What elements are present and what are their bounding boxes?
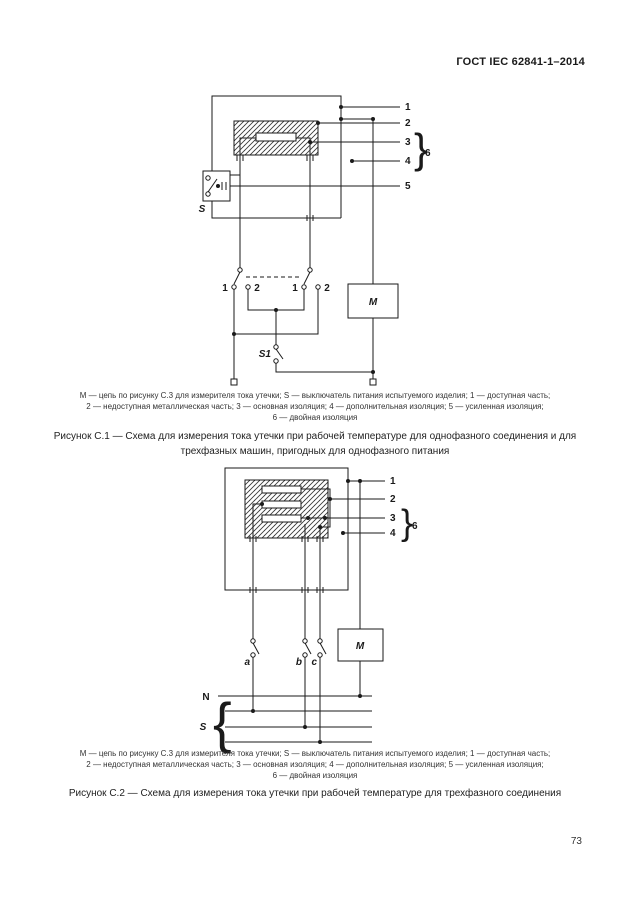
figure-c1-legend: М — цепь по рисунку С.3 для измерителя т… bbox=[15, 390, 615, 423]
c2-junction-dots bbox=[251, 479, 362, 744]
figure-c1-legend-line-2: 2 — недоступная металлическая часть; 3 —… bbox=[86, 402, 544, 411]
c2-wires bbox=[218, 480, 385, 743]
c2-neutral-label: N bbox=[202, 692, 209, 703]
c1-switch-s-label: S bbox=[199, 204, 206, 215]
c1-selector-right-pos2-label: 2 bbox=[324, 283, 330, 294]
figure-c1-legend-line-1: М — цепь по рисунку С.3 для измерителя т… bbox=[79, 391, 551, 400]
c1-callout-1: 1 bbox=[405, 102, 411, 113]
figure-c1-caption: Рисунок С.1 — Схема для измерения тока у… bbox=[53, 431, 577, 457]
c2-meter-box bbox=[337, 628, 384, 662]
page-header-title: ГОСТ IEC 62841-1–2014 bbox=[456, 56, 585, 68]
c2-supply-switch-label: S bbox=[200, 722, 207, 733]
c1-switch-s1-label: S1 bbox=[259, 349, 272, 360]
c2-callout-2: 2 bbox=[390, 494, 396, 505]
figure-c1-legend-line-3: 6 — двойная изоляция bbox=[272, 413, 358, 422]
c2-switch-c-label: c bbox=[311, 657, 317, 668]
figure-c2-caption: Рисунок С.2 — Схема для измерения тока у… bbox=[68, 788, 562, 799]
c2-brace-icon: } bbox=[401, 502, 413, 543]
c1-selector-left-pos2-label: 2 bbox=[254, 283, 260, 294]
c2-phase-switches bbox=[250, 638, 327, 658]
c1-brace-icon: } bbox=[414, 125, 428, 172]
c2-callout-6: 6 bbox=[412, 521, 418, 532]
page-number: 73 bbox=[570, 836, 582, 847]
c1-callout-6: 6 bbox=[425, 148, 431, 159]
c1-bushing-marks bbox=[236, 155, 314, 221]
c2-supply-brace-icon: { bbox=[213, 691, 232, 754]
c1-selector-switches bbox=[231, 267, 321, 290]
figure-c2-legend: М — цепь по рисунку С.3 для измерителя т… bbox=[15, 748, 615, 781]
c1-switch-s1 bbox=[273, 344, 284, 364]
c1-insulation-block bbox=[233, 120, 319, 156]
figure-c2-legend-line-2: 2 — недоступная металлическая часть; 3 —… bbox=[86, 760, 544, 769]
c2-switch-b-label: b bbox=[296, 657, 302, 668]
c2-winding-slots bbox=[261, 485, 302, 523]
figure-c2-legend-line-1: М — цепь по рисунку С.3 для измерителя т… bbox=[79, 749, 551, 758]
c1-meter-label: M bbox=[369, 297, 378, 308]
c2-callout-4: 4 bbox=[390, 528, 396, 539]
c1-supply-terminals bbox=[230, 378, 377, 386]
c1-callout-3: 3 bbox=[405, 137, 411, 148]
c2-meter-label: M bbox=[356, 641, 365, 652]
c2-callout-1: 1 bbox=[390, 476, 396, 487]
c1-junction-dots bbox=[232, 105, 375, 374]
c2-switch-a-label: a bbox=[244, 657, 250, 668]
c2-callout-3: 3 bbox=[390, 513, 396, 524]
figure-c1-diagram: S 1 2 1 2 S1 M bbox=[199, 95, 431, 386]
c1-callout-5: 5 bbox=[405, 181, 411, 192]
c2-enclosure bbox=[224, 467, 349, 591]
c1-selector-left-pos1-label: 1 bbox=[222, 283, 228, 294]
figure-c2-legend-line-3: 6 — двойная изоляция bbox=[272, 771, 358, 780]
c1-selector-right-pos1-label: 1 bbox=[292, 283, 298, 294]
c1-meter-box bbox=[347, 283, 399, 319]
figure-c2-diagram: a b c M N { S 1 2 3 4 } 6 bbox=[200, 467, 418, 754]
c1-switch-s bbox=[202, 170, 231, 202]
c2-bushing-marks bbox=[249, 536, 324, 593]
c1-callout-2: 2 bbox=[405, 118, 411, 129]
c1-callout-4: 4 bbox=[405, 156, 411, 167]
c1-winding-slot bbox=[255, 132, 297, 142]
